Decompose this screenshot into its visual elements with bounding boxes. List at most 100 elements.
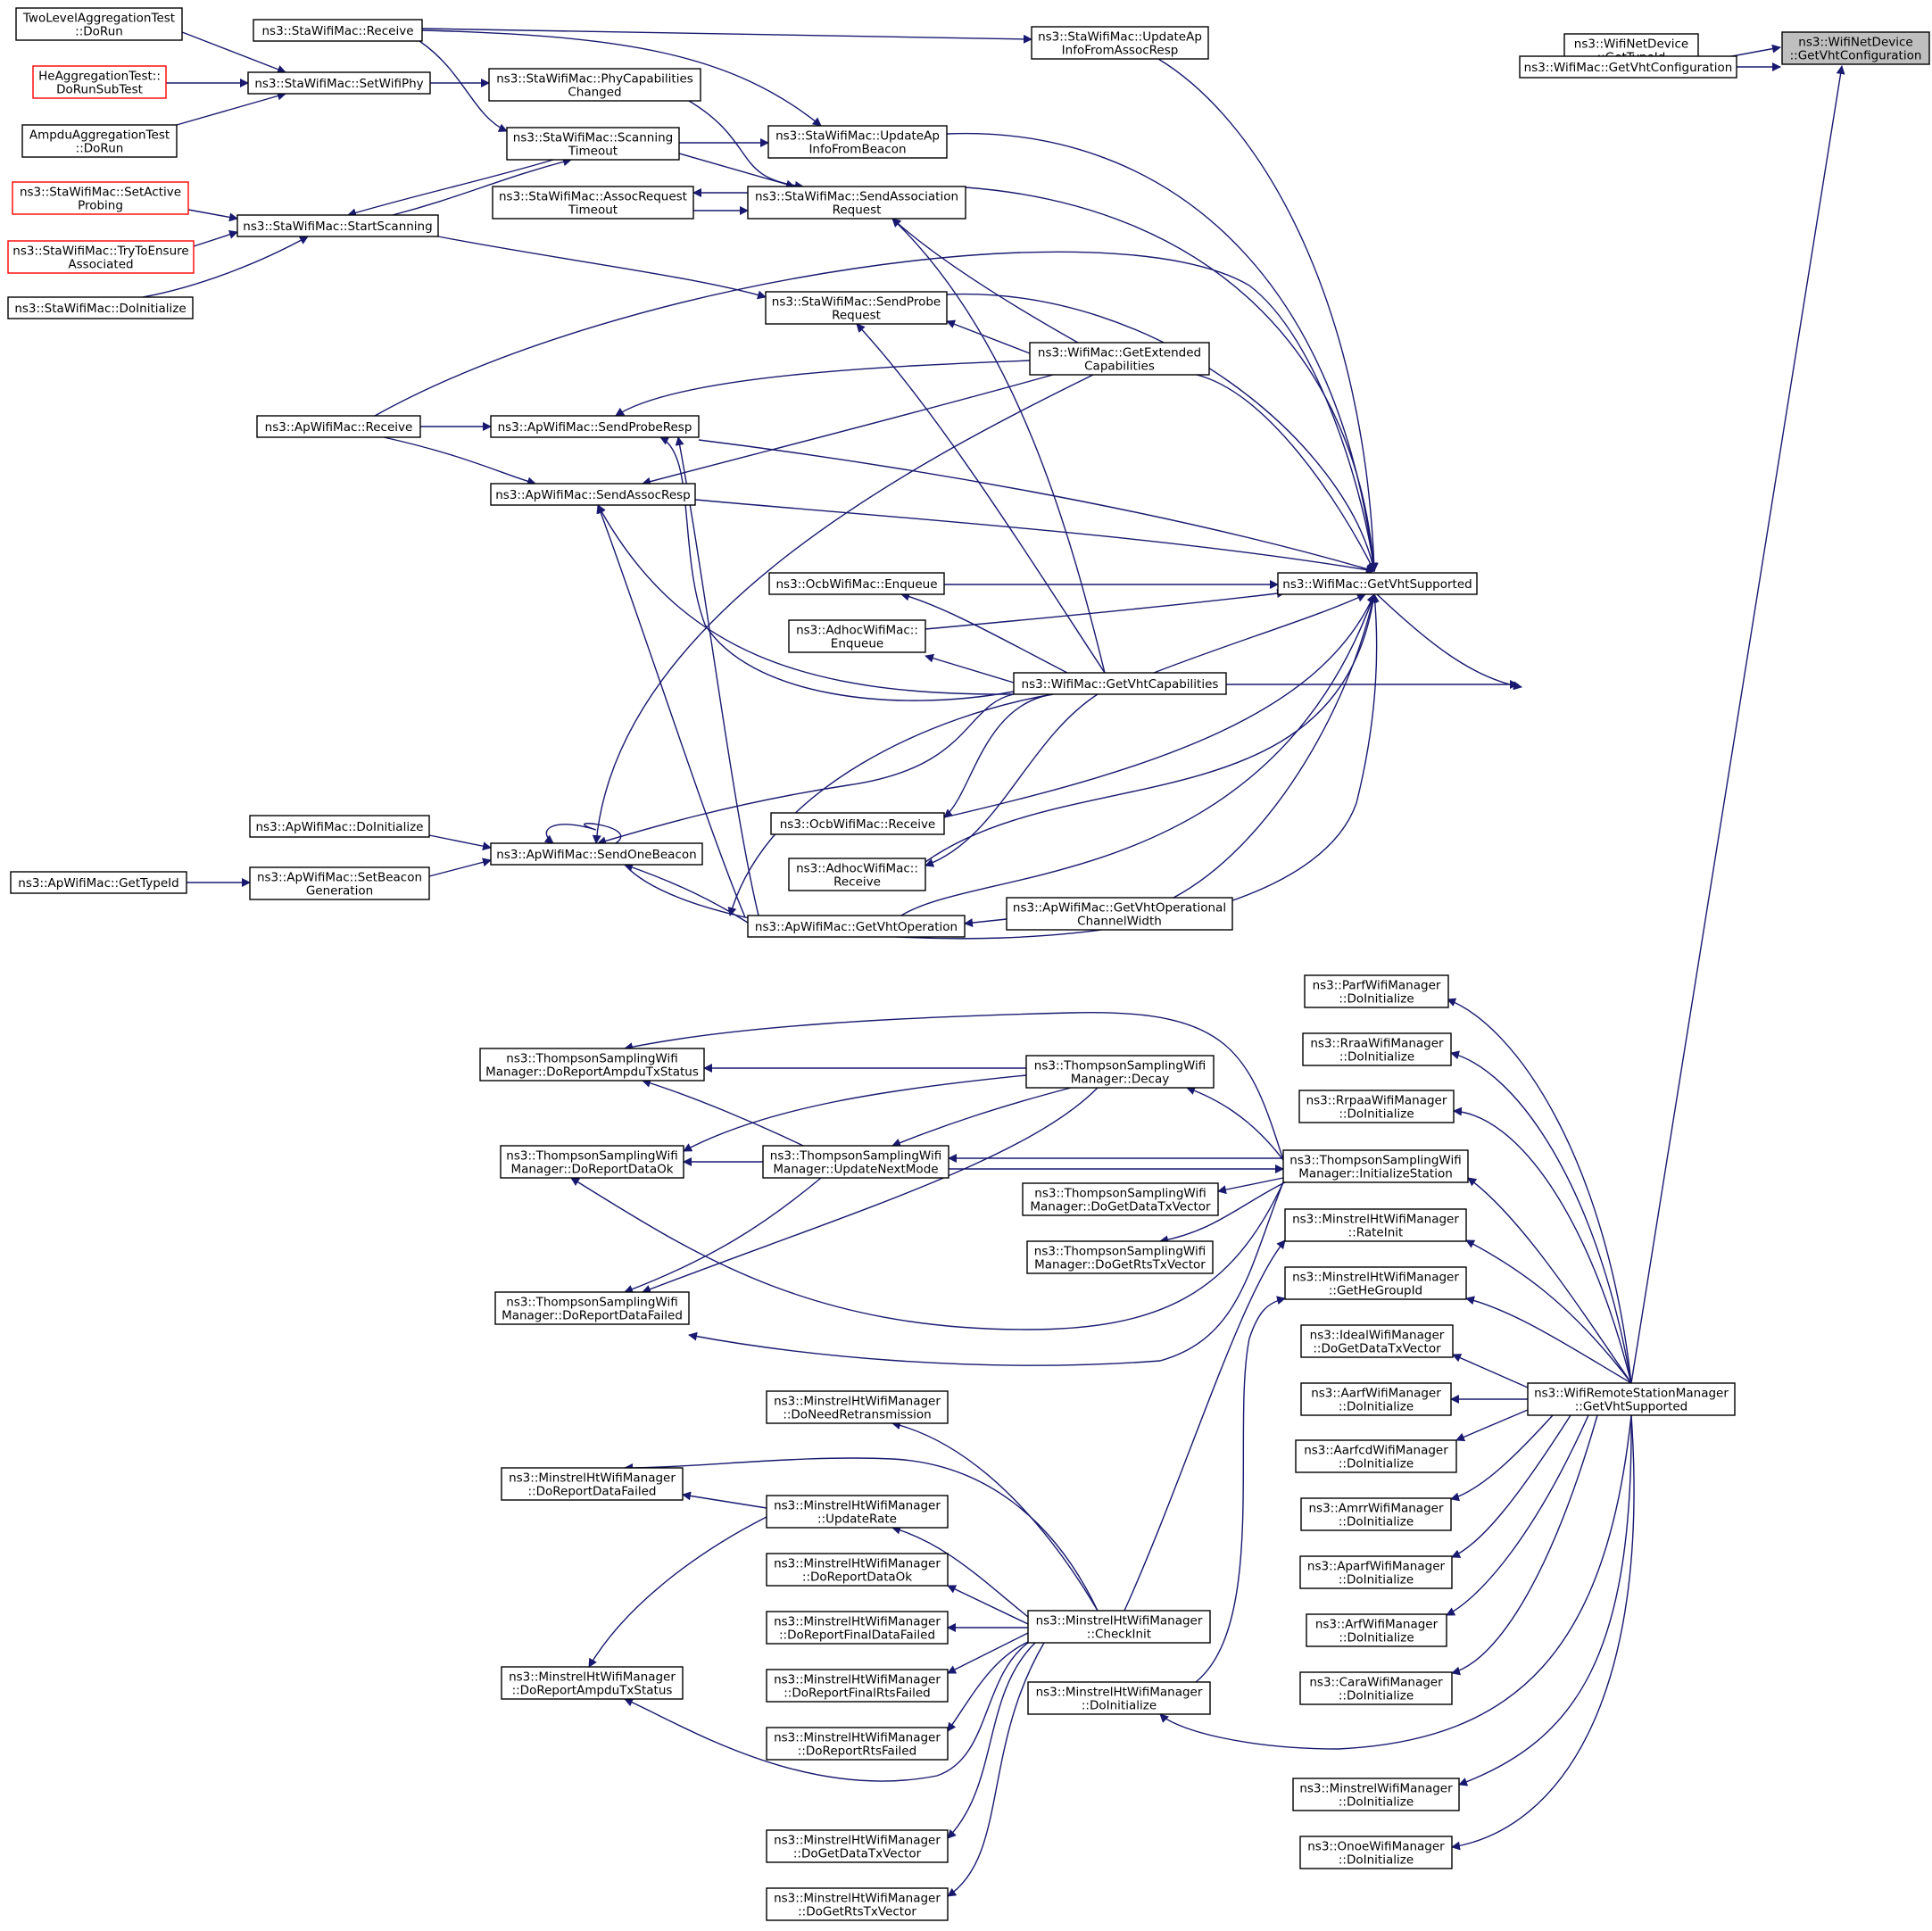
node-ts-ampdu[interactable]: ns3::ThompsonSamplingWifiManager::DoRepo…: [479, 1048, 705, 1082]
node-mht-checkinit[interactable]: ns3::MinstrelHtWifiManager::CheckInit: [1027, 1610, 1211, 1644]
node-ap-vhtopcw[interactable]: ns3::ApWifiMac::GetVhtOperationalChannel…: [1006, 897, 1233, 931]
node-hea-dorunsub[interactable]: HeAggregationTest::DoRunSubTest: [32, 65, 167, 99]
node-sta-doinit[interactable]: ns3::StaWifiMac::DoInitialize: [7, 296, 194, 319]
node-sta-setphy[interactable]: ns3::StaWifiMac::SetWifiPhy: [247, 71, 431, 95]
node-ap-receive[interactable]: ns3::ApWifiMac::Receive: [256, 415, 421, 438]
edge-line: [947, 1641, 1029, 1732]
edge-line: [947, 1642, 1045, 1897]
node-label: ns3::MinstrelHtWifiManager: [774, 1834, 941, 1848]
edge-adhoc_enqueue-to-wm_vhtsup: [925, 589, 1286, 630]
node-mht-hegroup[interactable]: ns3::MinstrelHtWifiManager::GetHeGroupId: [1284, 1266, 1467, 1300]
node-arf-init[interactable]: ns3::ArfWifiManager::DoInitialize: [1306, 1613, 1447, 1647]
node-ts-datafailed[interactable]: ns3::ThompsonSamplingWifiManager::DoRepo…: [494, 1291, 690, 1325]
node-ap-vhtop[interactable]: ns3::ApWifiMac::GetVhtOperation: [747, 915, 966, 938]
node-wm-vhtsup[interactable]: ns3::WifiMac::GetVhtSupported: [1277, 572, 1478, 595]
node-ampdu-dorun[interactable]: AmpduAggregationTest::DoRun: [21, 124, 178, 158]
node-cara-init[interactable]: ns3::CaraWifiManager::DoInitialize: [1299, 1671, 1453, 1705]
node-box: [766, 1611, 949, 1645]
edge-ocb_receive-to-wm_vhtsup: [943, 593, 1375, 818]
node-label: ChannelWidth: [1077, 915, 1162, 929]
edge-sta_doinit-to-sta_startscan: [142, 236, 309, 298]
node-ts-initsta[interactable]: ns3::ThompsonSamplingWifiManager::Initia…: [1282, 1149, 1469, 1183]
node-aparf-init[interactable]: ns3::AparfWifiManager::DoInitialize: [1299, 1555, 1453, 1589]
node-ocb-receive[interactable]: ns3::OcbWifiMac::Receive: [770, 812, 945, 835]
node-amrr-init[interactable]: ns3::AmrrWifiManager::DoInitialize: [1300, 1497, 1452, 1531]
node-label: ns3::StaWifiMac::SendAssociation: [755, 190, 958, 204]
node-label: ns3::ApWifiMac::GetVhtOperation: [755, 920, 958, 934]
node-ocb-enqueue[interactable]: ns3::OcbWifiMac::Enqueue: [768, 572, 945, 595]
node-label: ns3::MinstrelHtWifiManager: [509, 1471, 676, 1486]
node-rrpaa-init[interactable]: ns3::RrpaaWifiManager::DoInitialize: [1298, 1090, 1455, 1123]
node-mht-finalrts[interactable]: ns3::MinstrelHtWifiManager::DoReportFina…: [766, 1669, 949, 1703]
node-wrsm-vht[interactable]: ns3::WifiRemoteStationManager::GetVhtSup…: [1527, 1382, 1736, 1416]
node-wm-vhtconf[interactable]: ns3::WifiMac::GetVhtConfiguration: [1519, 55, 1737, 79]
node-sta-receive[interactable]: ns3::StaWifiMac::Receive: [253, 19, 423, 42]
node-ap-sendprobe[interactable]: ns3::ApWifiMac::SendProbeResp: [490, 415, 700, 438]
edge-line: [421, 29, 822, 127]
node-label: ns3::RraaWifiManager: [1310, 1037, 1444, 1051]
node-minstrel-init[interactable]: ns3::MinstrelWifiManager::DoInitialize: [1292, 1778, 1460, 1811]
node-label: ::DoReportAmpduTxStatus: [512, 1684, 673, 1698]
node-adhoc-enqueue[interactable]: ns3::AdhocWifiMac::Enqueue: [788, 619, 926, 653]
edge-sta_uapbeacon-to-wm_vhtsup: [946, 132, 1378, 572]
node-mht-rateinit[interactable]: ns3::MinstrelHtWifiManager::RateInit: [1284, 1208, 1467, 1242]
node-mht-updaterate[interactable]: ns3::MinstrelHtWifiManager::UpdateRate: [766, 1495, 949, 1529]
node-label: ::DoInitialize: [1339, 1853, 1414, 1868]
node-box: [1027, 1681, 1211, 1715]
node-label: ns3::ApWifiMac::SendAssocResp: [495, 488, 691, 502]
node-adhoc-receive[interactable]: ns3::AdhocWifiMac::Receive: [788, 858, 926, 891]
node-box: [1284, 1266, 1467, 1300]
node-box: [768, 572, 945, 595]
node-mht-ampdu[interactable]: ns3::MinstrelHtWifiManager::DoReportAmpd…: [501, 1666, 684, 1700]
node-ap-sendassoc[interactable]: ns3::ApWifiMac::SendAssocResp: [490, 483, 696, 506]
node-mht-rtsfailed[interactable]: ns3::MinstrelHtWifiManager::DoReportRtsF…: [766, 1727, 949, 1761]
node-ap-sendbeacon[interactable]: ns3::ApWifiMac::SendOneBeacon: [490, 842, 703, 866]
node-mht-datatx[interactable]: ns3::MinstrelHtWifiManager::DoGetDataTxV…: [766, 1829, 949, 1863]
node-mht-needretx[interactable]: ns3::MinstrelHtWifiManager::DoNeedRetran…: [766, 1390, 949, 1424]
node-mht-dataok[interactable]: ns3::MinstrelHtWifiManager::DoReportData…: [766, 1553, 949, 1587]
node-rraa-init[interactable]: ns3::RraaWifiManager::DoInitialize: [1302, 1032, 1452, 1066]
node-mht-datafailed[interactable]: ns3::MinstrelHtWifiManager::DoReportData…: [501, 1467, 684, 1501]
node-aarfcd-init[interactable]: ns3::AarfcdWifiManager::DoInitialize: [1295, 1439, 1457, 1473]
edge-wrsm_vht-to-aparf_init: [1451, 1414, 1571, 1558]
node-ideal-datatx[interactable]: ns3::IdealWifiManager::DoGetDataTxVector: [1300, 1324, 1454, 1358]
edge-ts_initsta-to-ts_datatx: [1217, 1177, 1284, 1195]
node-ap-doinit[interactable]: ns3::ApWifiMac::DoInitialize: [249, 815, 430, 838]
node-wnd-vht[interactable]: ns3::WifiNetDevice::GetVhtConfiguration: [1781, 31, 1930, 65]
node-ap-typeid[interactable]: ns3::ApWifiMac::GetTypeId: [10, 871, 187, 894]
node-wm-vhtcap[interactable]: ns3::WifiMac::GetVhtCapabilities: [1013, 672, 1227, 695]
node-label: ::DoGetDataTxVector: [793, 1847, 922, 1861]
edge-line: [624, 1177, 822, 1294]
node-ts-updnext[interactable]: ns3::ThompsonSamplingWifiManager::Update…: [762, 1145, 949, 1179]
edge-wm_vhtcap-to-sta_sendassoc: [891, 218, 1106, 674]
node-onoe-init[interactable]: ns3::OnoeWifiManager::DoInitialize: [1299, 1836, 1453, 1869]
node-mht-rtstx[interactable]: ns3::MinstrelHtWifiManager::DoGetRtsTxVe…: [766, 1887, 949, 1921]
node-ts-rtstx[interactable]: ns3::ThompsonSamplingWifiManager::DoGetR…: [1026, 1240, 1214, 1274]
edge-line: [392, 157, 572, 216]
node-mht-doinit[interactable]: ns3::MinstrelHtWifiManager::DoInitialize: [1027, 1681, 1211, 1715]
edge-line: [1455, 1409, 1529, 1442]
node-label: ns3::MinstrelHtWifiManager: [774, 1673, 941, 1687]
node-tla-dorun[interactable]: TwoLevelAggregationTest::DoRun: [15, 7, 183, 41]
node-mht-finaldata[interactable]: ns3::MinstrelHtWifiManager::DoReportFina…: [766, 1611, 949, 1645]
node-label: ns3::MinstrelHtWifiManager: [1036, 1686, 1203, 1700]
node-ts-dataok[interactable]: ns3::ThompsonSamplingWifiManager::DoRepo…: [500, 1145, 684, 1179]
node-ts-datatx[interactable]: ns3::ThompsonSamplingWifiManager::DoGetD…: [1022, 1182, 1219, 1216]
node-parf-init[interactable]: ns3::ParfWifiManager::DoInitialize: [1304, 974, 1449, 1008]
node-aarf-init[interactable]: ns3::AarfWifiManager::DoInitialize: [1300, 1382, 1452, 1416]
node-sta-startscan[interactable]: ns3::StaWifiMac::StartScanning: [236, 214, 439, 237]
node-sta-uapassoc[interactable]: ns3::StaWifiMac::UpdateApInfoFromAssocRe…: [1031, 26, 1209, 60]
node-label: ns3::StaWifiMac::SetWifiPhy: [254, 77, 423, 91]
edge-line: [891, 218, 1079, 344]
